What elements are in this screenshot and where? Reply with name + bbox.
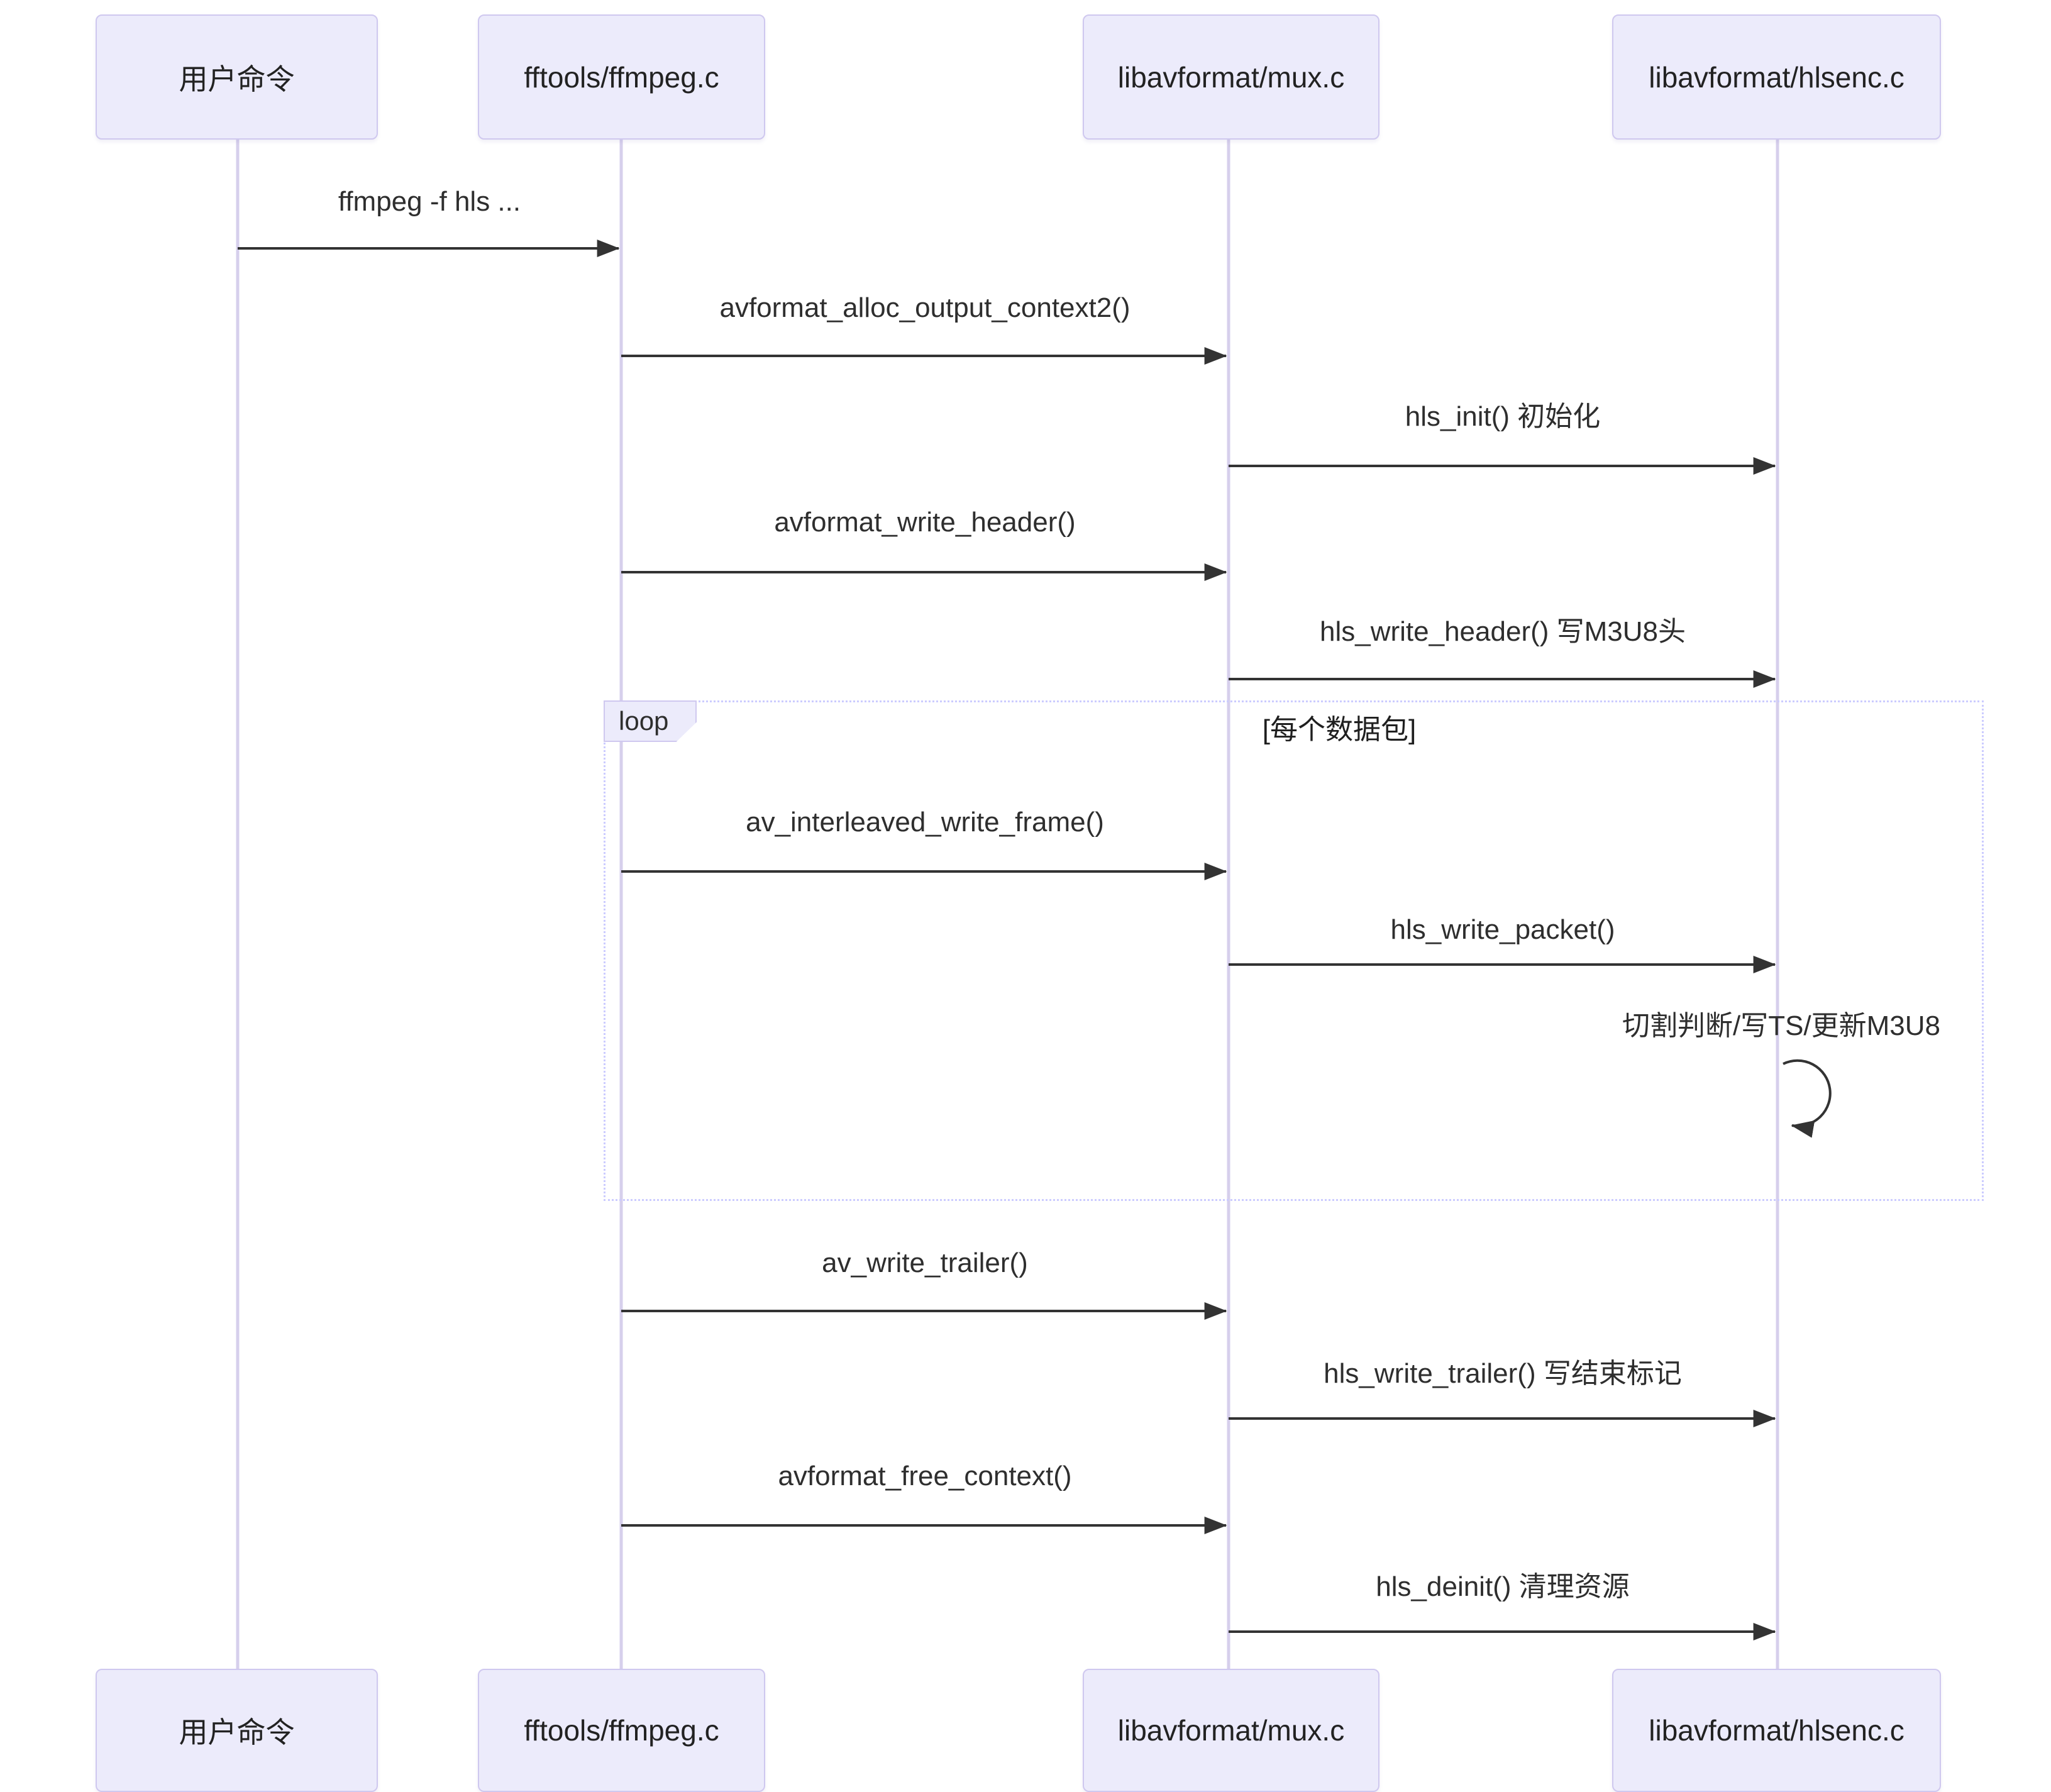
actor-label: libavformat/hlsenc.c	[1649, 1714, 1905, 1747]
message-label-hls-init: hls_init() 初始化	[1405, 401, 1601, 432]
loop-frame	[604, 700, 1984, 1201]
message-label-hls-write-packet: hls_write_packet()	[1390, 914, 1615, 945]
actor-label: libavformat/mux.c	[1117, 60, 1345, 94]
actor-label: libavformat/hlsenc.c	[1649, 60, 1905, 94]
message-label-hls-write-trailer: hls_write_trailer() 写结束标记	[1324, 1358, 1682, 1389]
loop-guard-text: [每个数据包]	[1262, 714, 1417, 745]
actor-box-user-top: 用户命令	[96, 14, 378, 140]
actor-label: fftools/ffmpeg.c	[524, 60, 719, 94]
actor-box-ffmpeg-bottom: fftools/ffmpeg.c	[478, 1669, 765, 1792]
actor-label: 用户命令	[179, 62, 295, 96]
message-label-write-header: avformat_write_header()	[774, 507, 1076, 538]
actor-box-mux-top: libavformat/mux.c	[1083, 14, 1379, 140]
actor-label: 用户命令	[179, 1716, 295, 1749]
actor-box-user-bottom: 用户命令	[96, 1669, 378, 1792]
message-label-hls-write-header: hls_write_header() 写M3U8头	[1320, 616, 1686, 647]
actor-label: libavformat/mux.c	[1117, 1714, 1345, 1747]
loop-frame-label: loop	[604, 700, 697, 742]
message-label-hls-deinit: hls_deinit() 清理资源	[1376, 1571, 1630, 1602]
message-label-ffmpeg-cmd: ffmpeg -f hls ...	[338, 186, 521, 217]
actor-box-hlsenc-bottom: libavformat/hlsenc.c	[1612, 1669, 1941, 1792]
actor-label: fftools/ffmpeg.c	[524, 1714, 719, 1747]
message-label-alloc-context: avformat_alloc_output_context2()	[719, 292, 1131, 323]
message-label-interleaved-write: av_interleaved_write_frame()	[746, 807, 1104, 838]
message-label-write-trailer: av_write_trailer()	[822, 1247, 1028, 1278]
message-label-free-context: avformat_free_context()	[778, 1461, 1072, 1491]
arrow-self-segment-logic	[1783, 1059, 1832, 1138]
actor-box-hlsenc-top: libavformat/hlsenc.c	[1612, 14, 1941, 140]
actor-box-ffmpeg-top: fftools/ffmpeg.c	[478, 14, 765, 140]
message-label-segment-logic: 切割判断/写TS/更新M3U8	[1622, 1010, 1941, 1041]
loop-label-text: loop	[619, 706, 669, 736]
actor-box-mux-bottom: libavformat/mux.c	[1083, 1669, 1379, 1792]
